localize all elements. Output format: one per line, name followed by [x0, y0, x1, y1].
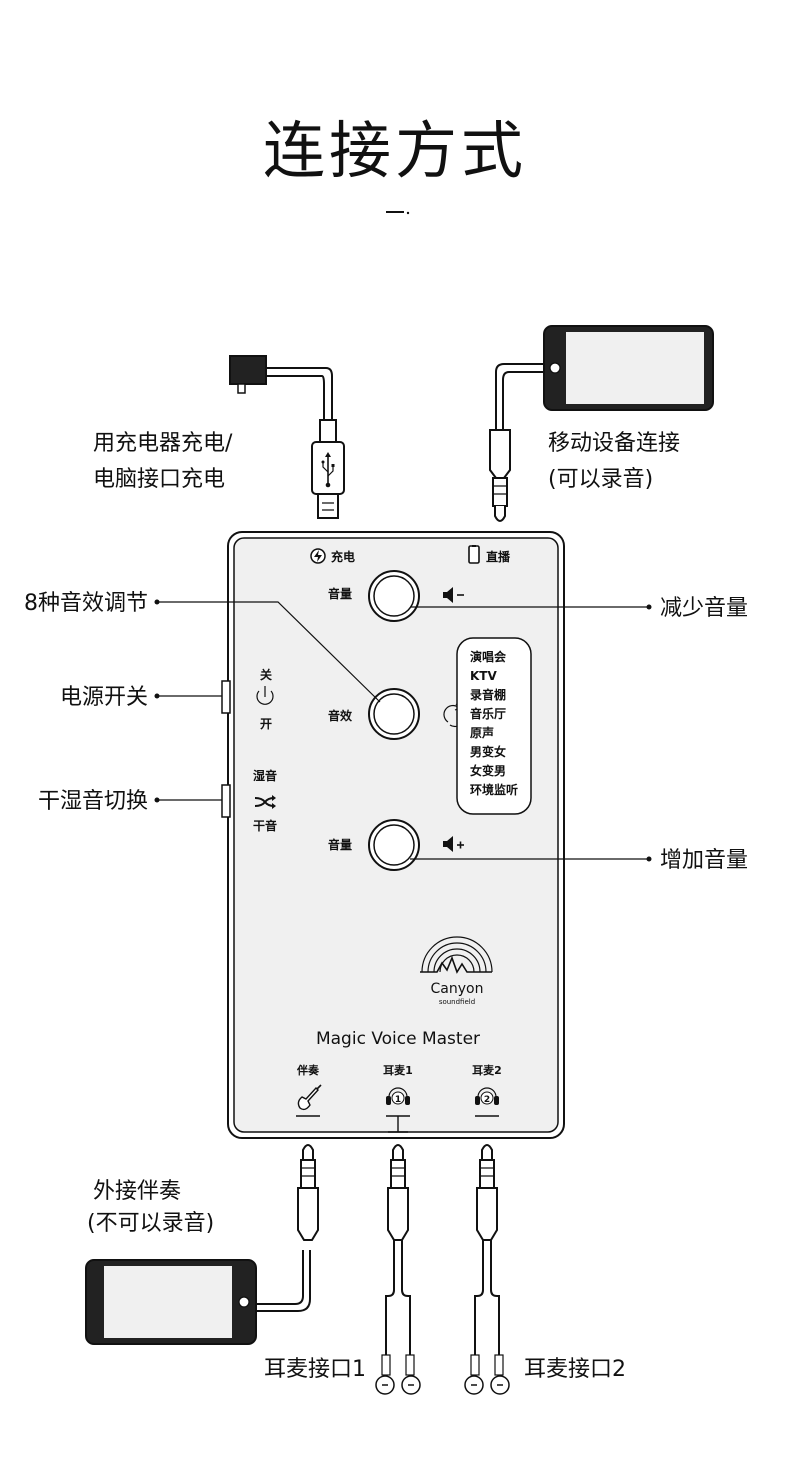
effects-knob-label: 音效: [328, 708, 353, 723]
dry-wet-switch[interactable]: [221, 784, 231, 818]
usb-icon: [321, 452, 335, 488]
dry-wet-switch-label: 干湿音切换: [38, 789, 148, 814]
effect-item: 音乐厅: [470, 706, 506, 721]
earphones-2: [464, 1240, 510, 1395]
earphones-1: [375, 1240, 421, 1395]
effect-item: 环境监听: [470, 782, 518, 797]
effect-item: 录音棚: [470, 687, 506, 702]
mobile-label-line2: (可以录音): [548, 467, 653, 492]
mobile-label-line1: 移动设备连接: [548, 431, 680, 456]
port-headset1-label: 耳麦1: [383, 1063, 413, 1077]
charging-label-line2: 电脑接口充电: [93, 467, 225, 492]
accompaniment-label-line2: (不可以录音): [87, 1211, 214, 1236]
device-charge-text: 充电: [331, 549, 355, 564]
headset-icon-2: [475, 1087, 499, 1105]
wet-label: 湿音: [253, 768, 277, 783]
phone-icon: [468, 545, 480, 564]
effect-item: 男变女: [470, 744, 506, 759]
charger-plug: [229, 355, 345, 519]
power-switch-label: 电源开关: [60, 685, 148, 710]
effect-item: KTV: [470, 669, 497, 683]
accompaniment-label-line1: 外接伴奏: [93, 1179, 181, 1204]
increase-volume-label: 增加音量: [660, 848, 748, 873]
effect-item: 演唱会: [470, 649, 507, 664]
canyon-logo: [420, 936, 493, 974]
audio-plug: [387, 1144, 409, 1241]
bottom-plugs: [297, 1144, 498, 1241]
reduce-volume-label: 减少音量: [660, 596, 748, 621]
effects-adjust-label: 8种音效调节: [24, 591, 148, 616]
headset-port-1-label: 耳麦接口1: [264, 1357, 366, 1382]
effect-item: 原声: [470, 725, 494, 740]
volume-down-icon: [443, 587, 464, 603]
audio-plug: [476, 1144, 498, 1241]
guitar-icon: [297, 1084, 322, 1111]
volume-up-icon: [443, 836, 464, 852]
audio-plug: [297, 1144, 319, 1241]
headset2-number: 2: [484, 1095, 490, 1105]
power-switch[interactable]: [221, 680, 231, 714]
charging-label-line1: 用充电器充电/: [93, 431, 233, 456]
page-title: 连接方式: [262, 114, 527, 187]
brand-name: Canyon: [431, 981, 484, 997]
callout-lines: [154, 599, 652, 862]
brand-subtitle: soundfield: [439, 998, 475, 1006]
product-name: Magic Voice Master: [316, 1029, 480, 1049]
headset-port-2-label: 耳麦接口2: [524, 1357, 626, 1382]
effects-list-box: [456, 637, 532, 815]
headset1-number: 1: [395, 1095, 401, 1105]
power-on-label: 开: [260, 717, 272, 731]
volume-top-label: 音量: [328, 586, 352, 601]
port-headset2-label: 耳麦2: [472, 1063, 502, 1077]
dry-label: 干音: [253, 818, 277, 833]
port-accompaniment-label: 伴奏: [296, 1063, 320, 1077]
device-live-text: 直播: [486, 549, 511, 564]
shuffle-icon: [254, 795, 276, 809]
effect-item: 女变男: [470, 763, 506, 778]
power-off-label: 关: [260, 667, 272, 682]
mobile-phone-top: [489, 325, 714, 522]
charge-indicator: 充电: [310, 548, 355, 564]
live-indicator: 直播: [468, 545, 511, 564]
headset-icon-1: [386, 1087, 410, 1105]
mobile-phone-bottom: [85, 1250, 311, 1345]
volume-bottom-label: 音量: [328, 837, 352, 852]
power-icon: [256, 686, 274, 705]
